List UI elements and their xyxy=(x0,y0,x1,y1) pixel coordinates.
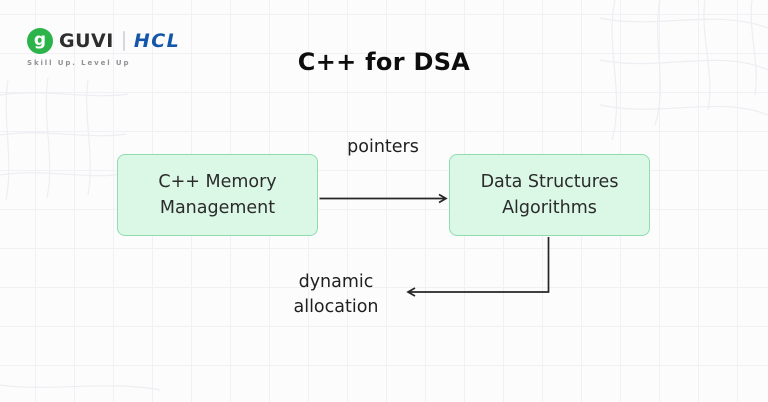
page-title: C++ for DSA xyxy=(297,48,471,76)
edge-label-dynamic-allocation: dynamic allocation xyxy=(293,272,379,318)
brand-header: g GUVI HCL Skill Up. Level Up xyxy=(27,28,180,67)
hcl-wordmark: HCL xyxy=(133,30,181,52)
node-cpp-memory-management: C++ Memory Management xyxy=(117,154,318,236)
brand-tagline: Skill Up. Level Up xyxy=(27,59,131,67)
node-data-structures-algorithms: Data Structures Algorithms xyxy=(449,154,650,236)
guvi-logo-glyph: g xyxy=(33,29,47,50)
guvi-logo-icon: g xyxy=(27,28,53,54)
brand-divider xyxy=(122,31,125,51)
edge-label-pointers: pointers xyxy=(347,137,419,157)
guvi-wordmark: GUVI xyxy=(59,30,114,52)
arrow-dynamic-allocation xyxy=(406,237,550,297)
brand-row: g GUVI HCL xyxy=(27,28,180,54)
